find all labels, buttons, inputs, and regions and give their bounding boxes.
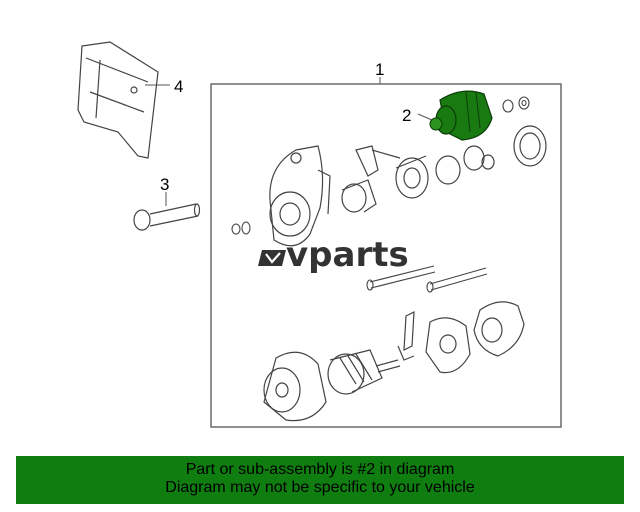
banner-line-1: Part or sub-assembly is #2 in diagram (185, 461, 455, 478)
assembly-frame (210, 83, 562, 428)
watermark: vparts (258, 235, 409, 275)
through-bolts (366, 265, 488, 293)
clutch-assembly (395, 145, 495, 199)
banner-line-2: Diagram may not be specific to your vehi… (165, 479, 475, 496)
parts-diagram: 1 2 3 4 (77, 41, 562, 428)
yoke (263, 351, 327, 422)
brush-holder (397, 310, 471, 374)
info-banner: Part or sub-assembly is #2 in diagram Di… (16, 456, 624, 504)
watermark-text: vparts (286, 235, 409, 275)
part-2-solenoid[interactable] (429, 90, 493, 141)
callout-3[interactable]: 3 (160, 175, 169, 194)
end-frame (473, 301, 525, 357)
armature (327, 349, 401, 395)
part-4-heat-shield[interactable] (77, 41, 159, 159)
drive-housing (269, 145, 331, 247)
watermark-logo-check (265, 252, 281, 264)
part-3-bolt[interactable] (133, 203, 201, 231)
leader-line-2 (417, 113, 433, 121)
callout-2[interactable]: 2 (402, 106, 411, 125)
callout-1[interactable]: 1 (375, 60, 384, 79)
end-cap (513, 125, 547, 167)
callout-4[interactable]: 4 (174, 77, 183, 96)
collar-parts (231, 221, 251, 235)
nut-parts (502, 96, 530, 113)
lever-pinion (341, 145, 401, 213)
